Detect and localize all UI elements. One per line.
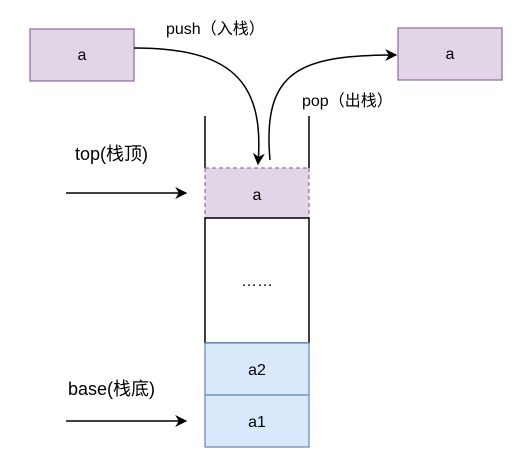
base-label: base(栈底) xyxy=(68,379,155,399)
pop-label: pop（出栈） xyxy=(302,92,393,110)
output-box xyxy=(397,27,503,81)
stack-cell-a2-label: a2 xyxy=(248,362,266,379)
stack-top-element-label: a xyxy=(253,187,262,204)
output-box-label: a xyxy=(446,46,455,63)
push-arrow xyxy=(133,47,265,166)
push-label: push（入栈） xyxy=(166,20,265,38)
input-box-label: a xyxy=(78,47,87,64)
stack-cell-a1-label: a1 xyxy=(248,414,266,431)
pop-arrow xyxy=(268,49,398,161)
stack-cell-a1 xyxy=(204,394,310,448)
input-box xyxy=(29,28,135,82)
stack-top-element xyxy=(205,168,309,218)
top-label: top(栈顶) xyxy=(75,144,148,164)
stack-ellipsis-label: …… xyxy=(241,273,273,290)
